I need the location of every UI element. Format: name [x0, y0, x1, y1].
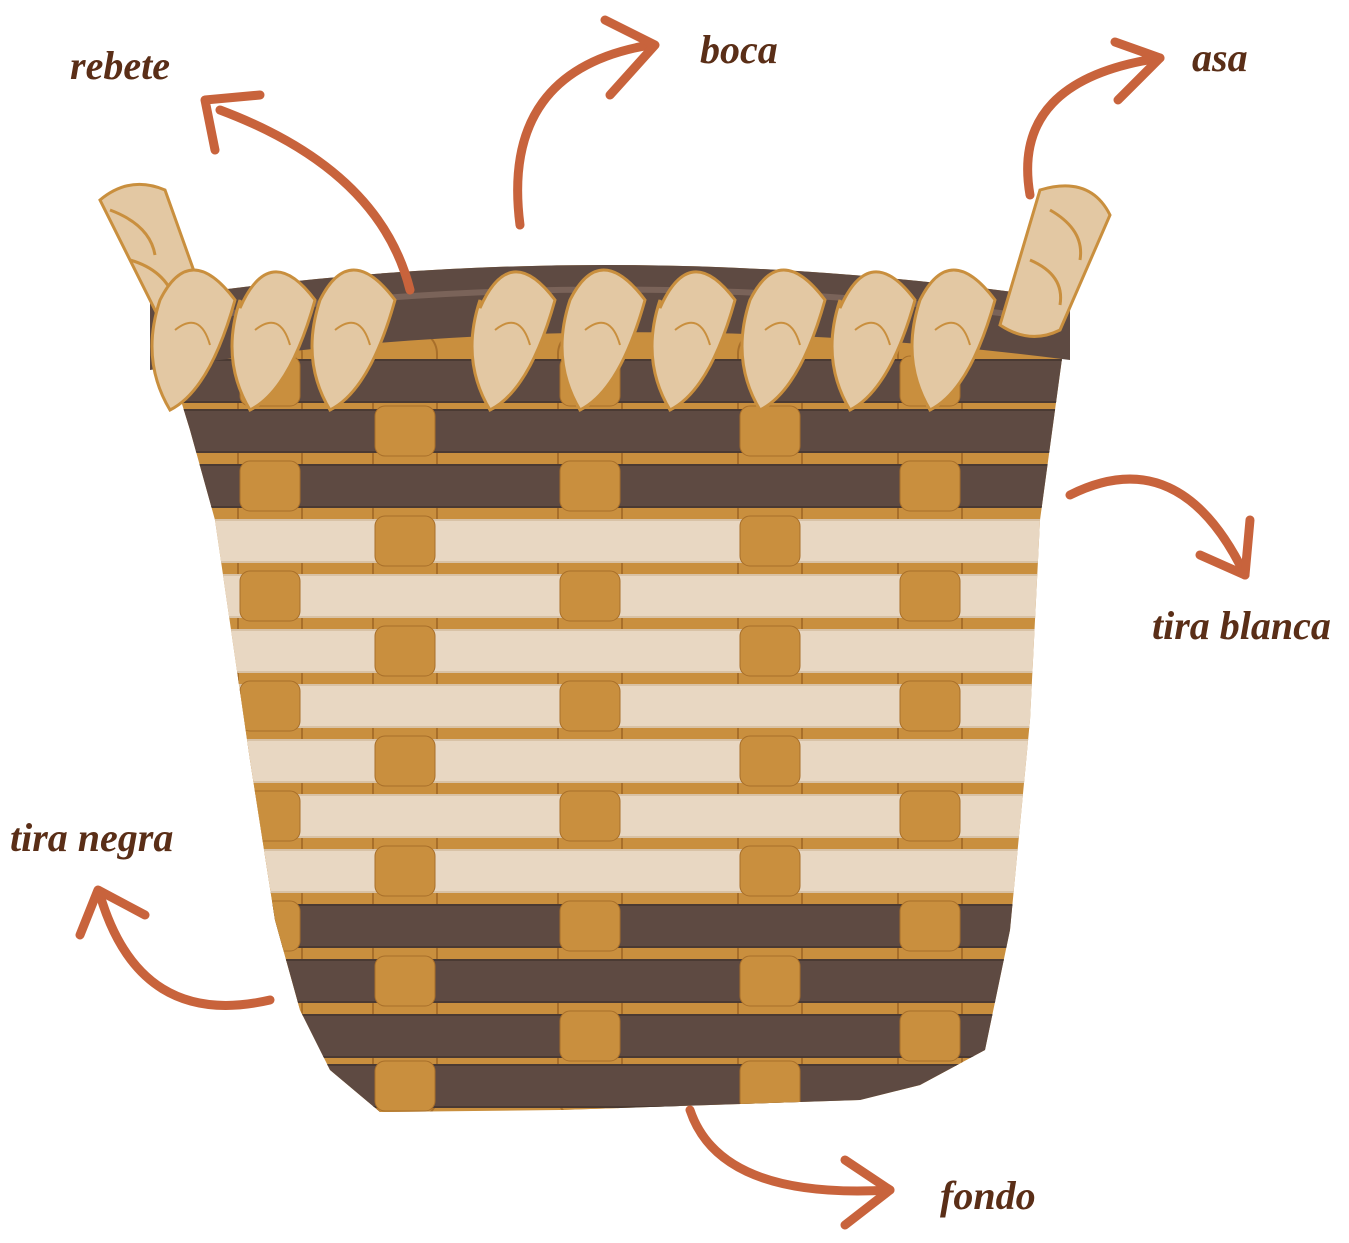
weave-stake-segment — [560, 461, 620, 511]
weave-strip — [140, 410, 1080, 452]
weave-stake-segment — [900, 571, 960, 621]
weave-stake-segment — [375, 516, 435, 566]
label-rebete: rebete — [70, 46, 170, 86]
weave-stake-segment — [560, 1011, 620, 1061]
weave-stake-segment — [240, 1011, 300, 1061]
weave-stake-segment — [375, 846, 435, 896]
weave-stake-segment — [240, 571, 300, 621]
label-boca: boca — [700, 30, 778, 70]
weave-stake-segment — [375, 956, 435, 1006]
right-handle — [1000, 186, 1110, 337]
weave-stake-segment — [240, 791, 300, 841]
weave-stake-segment — [900, 461, 960, 511]
weave-strip — [140, 630, 1080, 672]
weave-strip — [140, 740, 1080, 782]
weave-stake-segment — [740, 406, 800, 456]
arrow-rebete — [205, 95, 410, 290]
weave-strip — [140, 850, 1080, 892]
weave-stake-segment — [375, 406, 435, 456]
label-asa: asa — [1192, 38, 1248, 78]
weave-stake-segment — [900, 901, 960, 951]
weave-stake-segment — [740, 956, 800, 1006]
weave-strip — [140, 520, 1080, 562]
weave-strip — [140, 1065, 1080, 1107]
weave-stake-segment — [900, 1011, 960, 1061]
weave-stake-segment — [900, 791, 960, 841]
label-tira-negra: tira negra — [10, 818, 173, 858]
weave-stake-segment — [375, 1061, 435, 1111]
weave-stake-segment — [375, 626, 435, 676]
weave-stake-segment — [560, 901, 620, 951]
arrow-boca — [518, 20, 655, 225]
label-tira-blanca: tira blanca — [1152, 606, 1331, 646]
weave-stake-segment — [740, 736, 800, 786]
arrow-tira-negra — [80, 890, 270, 1005]
weave-stake-segment — [900, 681, 960, 731]
weave-stake-segment — [740, 626, 800, 676]
weave-stake-segment — [740, 516, 800, 566]
weave-stake-segment — [375, 736, 435, 786]
weave-stake-segment — [560, 681, 620, 731]
weave-stake-segment — [560, 791, 620, 841]
label-fondo: fondo — [940, 1176, 1036, 1216]
weave-stake-segment — [240, 681, 300, 731]
weave-stake-segment — [740, 1061, 800, 1111]
weave-stake-segment — [740, 846, 800, 896]
weave-stake-segment — [560, 571, 620, 621]
weave-stake-segment — [240, 901, 300, 951]
arrow-tira-blanca — [1070, 479, 1250, 575]
weave-strip — [140, 960, 1080, 1002]
arrow-asa — [1028, 42, 1160, 195]
arrow-fondo — [690, 1110, 890, 1225]
weave-stake-segment — [240, 461, 300, 511]
